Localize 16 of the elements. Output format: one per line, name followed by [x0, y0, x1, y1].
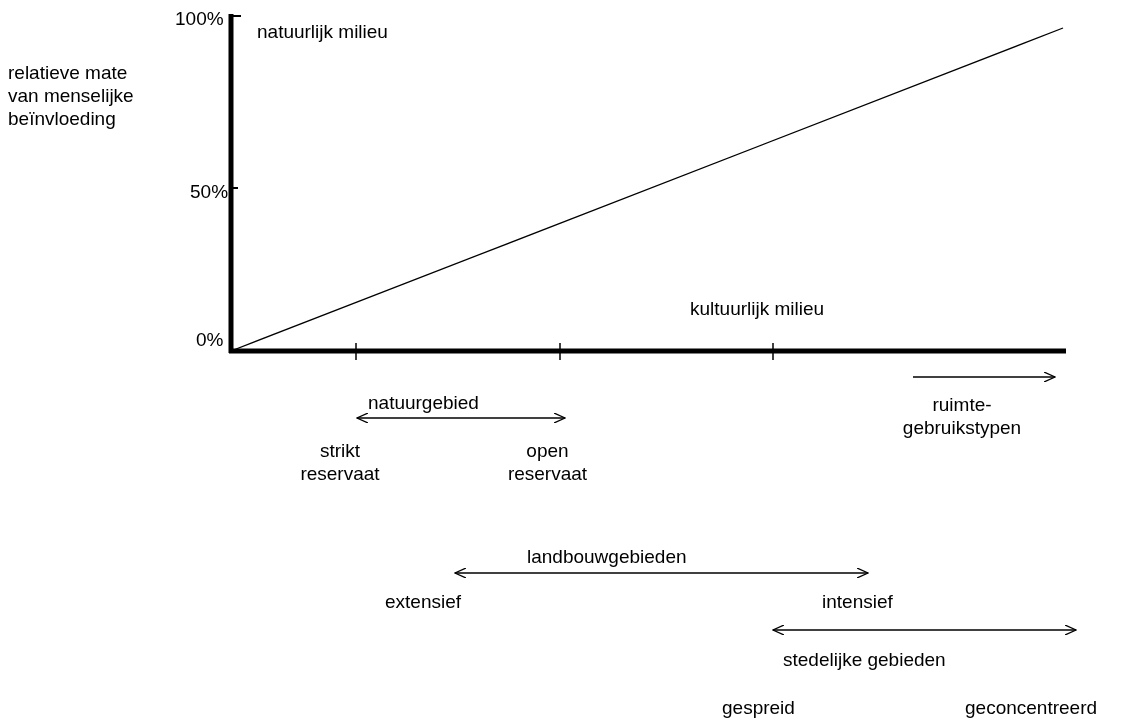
range-end-label: open reservaat	[506, 439, 589, 485]
axis-tick-label: 100%	[175, 7, 224, 30]
range-end-label: extensief	[385, 590, 462, 613]
axis-tick-label: 50%	[190, 180, 229, 203]
range-end-label: intensief	[822, 590, 893, 613]
range-end-label: strikt reservaat	[299, 439, 381, 485]
range-end-label: gespreid	[722, 696, 795, 719]
region-label: kultuurlijk milieu	[690, 297, 825, 320]
axis-title: relatieve mate van menselijke beïnvloeding	[8, 61, 135, 130]
range-end-label: geconcentreerd	[965, 696, 1098, 719]
axis-tick-label: 0%	[196, 328, 224, 351]
range-label: landbouwgebieden	[527, 545, 687, 568]
range-label: natuurgebied	[368, 391, 479, 414]
axis-label: ruimte- gebruikstypen	[901, 393, 1023, 439]
region-label: natuurlijk milieu	[257, 20, 388, 43]
range-label: stedelijke gebieden	[783, 648, 946, 671]
